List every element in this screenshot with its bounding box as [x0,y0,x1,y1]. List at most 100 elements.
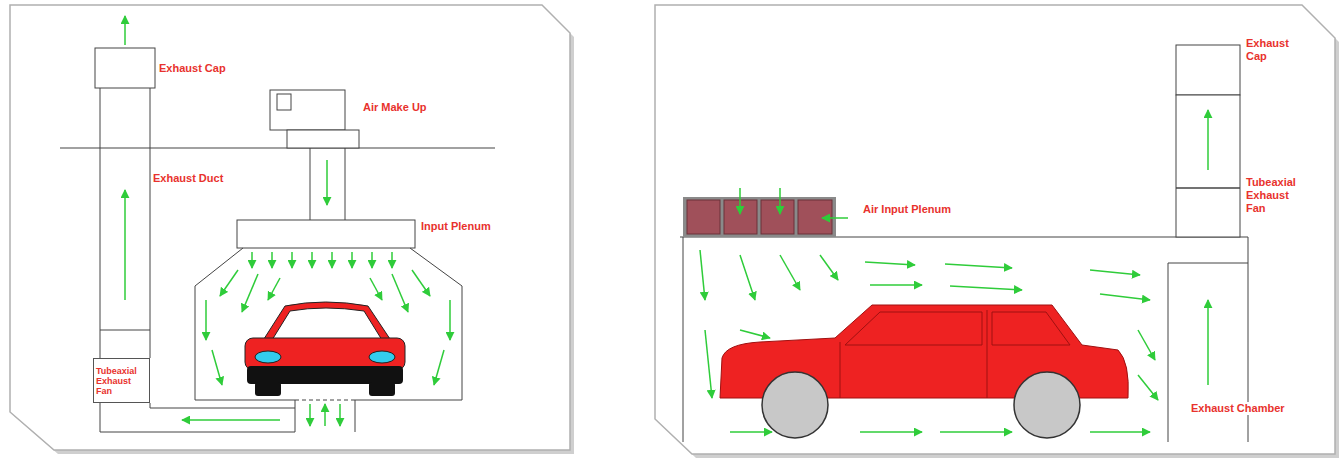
wheel [255,382,281,396]
car-roof [262,302,392,342]
part-label: Air Make Up [362,101,428,114]
airflow-arrow [945,264,1012,268]
airflow-arrow [124,190,126,300]
airflow-arrow [311,252,313,268]
supply-duct [345,148,346,220]
airflow-arrow [940,431,1012,433]
floor-duct [100,432,295,433]
airflow-arrow [822,217,848,219]
filter-cell [687,200,720,234]
airflow-arrow [705,330,712,398]
airflow-arrow [212,350,222,385]
airflow-arrow [740,330,770,338]
part-label: Exhaust Duct [152,172,224,185]
headlight [255,351,281,363]
tubeaxial-fan [1176,187,1240,189]
airflow-arrow [779,188,781,214]
airflow-arrow [324,404,326,426]
airflow-arrow [1207,300,1209,385]
airflow-arrow [271,252,273,268]
air-make-up-unit [270,90,345,130]
exhaust-duct [150,88,151,358]
input-plenum [237,220,415,248]
left-panel [10,5,570,450]
airflow-arrow [351,252,353,268]
booth-wall [683,237,684,442]
airflow-arrow [309,404,311,426]
part-label: Exhaust Cap [158,62,227,75]
airflow-arrow [124,16,126,45]
airflow-arrow [412,270,430,296]
airflow-arrow [1207,110,1209,170]
part-label: Exhaust Chamber [1190,402,1286,415]
car-windshield [272,308,382,340]
airflow-arrow [1100,294,1150,300]
exhaust-duct [100,88,101,358]
airflow-arrow [339,404,341,426]
chamber-top [1168,263,1248,264]
airflow-arrow [449,300,451,340]
part-label: Exhaust Cap [1245,37,1309,63]
airflow-arrow [730,431,772,433]
airflow-arrow [326,160,328,205]
airflow-arrow [820,255,838,280]
exhaust-cap [1176,45,1240,95]
filter-cell [761,200,794,234]
airflow-arrow [371,252,373,268]
airflow-arrow [391,252,393,268]
airflow-arrow [434,350,444,385]
part-label: Tubeaxial Exhaust Fan [1245,176,1309,215]
roof-line [60,147,495,148]
fan-label: Tubeaxial Exhaust Fan [94,364,149,398]
exhaust-duct [150,403,151,408]
airflow-arrow [860,431,922,433]
right-panel [655,5,1335,454]
airflow-arrow [205,300,207,340]
car-window [992,312,1070,345]
airflow-arrow [268,278,280,300]
airflow-arrow [182,419,280,421]
chamber-wall [1168,263,1169,442]
door-line [987,310,988,398]
car-window [845,312,982,345]
floor-grate [295,400,355,401]
airflow-arrow [1090,270,1140,275]
airflow-arrow [780,255,800,290]
headlight [369,351,395,363]
air-make-up-base [287,130,359,148]
wheel [1014,372,1080,438]
airflow-arrow [370,278,382,300]
airflow-arrow [865,262,915,265]
airflow-arrows [125,16,1208,432]
airflow-arrow [950,286,1022,290]
duct-joint [100,330,150,331]
car-front [245,302,405,396]
airflow-arrow [740,255,755,300]
car-side [720,305,1128,438]
exhaust-duct [100,403,101,432]
wheel [762,372,828,438]
airflow-arrow [220,270,238,296]
airflow-arrow [870,284,922,286]
bumper [247,366,403,384]
air-input-plenum [683,197,836,237]
airflow-arrow [1090,431,1150,433]
car-body [245,338,405,370]
plenum-frame [683,197,836,237]
part-label: Input Plenum [420,220,492,233]
airflow-arrow [1138,375,1158,400]
door-line [840,342,841,398]
airflow-arrow [1138,330,1155,360]
airflow-arrow [251,252,253,268]
floor-duct [150,408,295,409]
fan-box: Tubeaxial Exhaust Fan [93,358,150,403]
exhaust-cap [95,48,155,88]
filter-cell [798,200,832,234]
wheel [369,382,395,396]
supply-duct [310,148,311,220]
air-make-up-motor [277,94,291,110]
exhaust-stack [1176,95,1240,237]
part-label: Air Input Plenum [862,203,952,216]
